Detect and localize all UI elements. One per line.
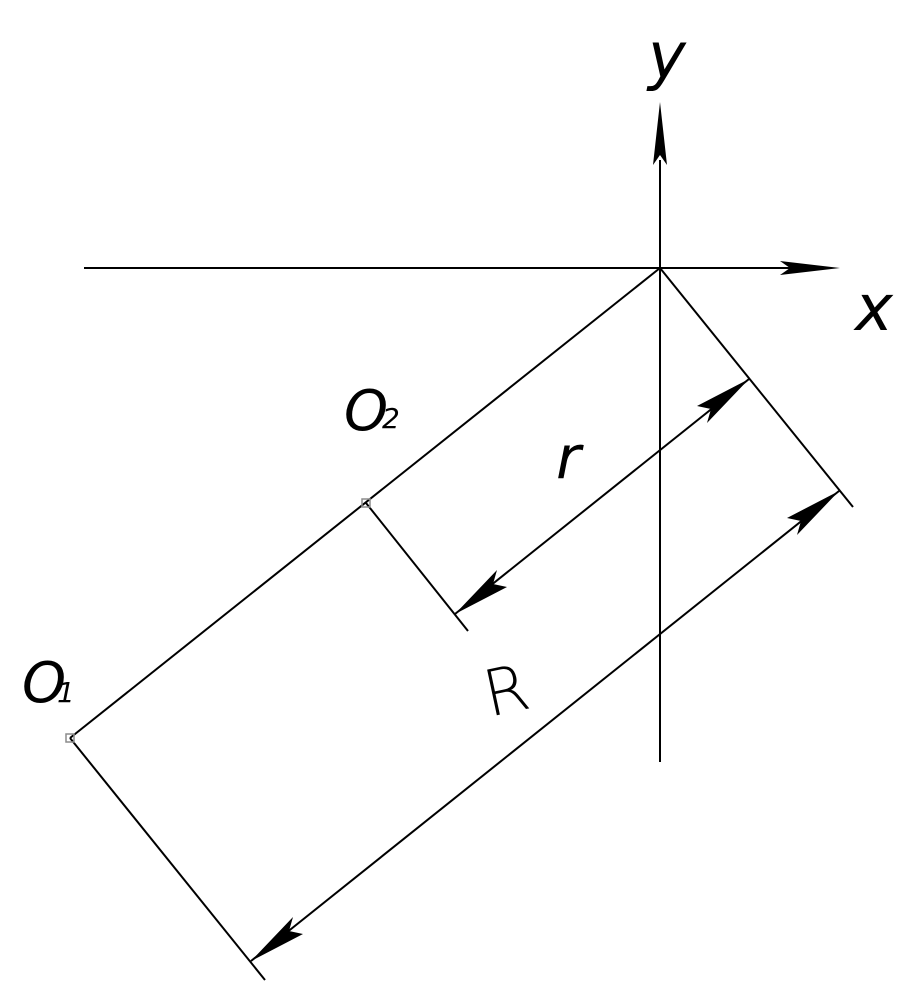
- radius-large-label: R: [477, 651, 536, 733]
- point-o2-subscript: 2: [382, 402, 400, 435]
- point-o1-label: O 1: [22, 651, 75, 716]
- y-axis-arrowhead: [653, 102, 667, 165]
- point-o2-marker: [361, 498, 371, 508]
- R-arrowhead-upper: [787, 491, 839, 535]
- point-o1-letter: O: [22, 651, 66, 716]
- x-axis-label: x: [853, 272, 894, 346]
- origin-extension-line: [659, 267, 854, 508]
- point-o2-label: O 2: [344, 379, 400, 444]
- o1-extension-line: [69, 737, 266, 981]
- y-axis-label: y: [646, 20, 687, 94]
- r-arrowhead-upper: [697, 379, 749, 423]
- y-axis: [653, 102, 667, 762]
- radius-small-label: r: [556, 423, 584, 493]
- R-arrowhead-lower: [251, 917, 303, 961]
- point-o2-letter: O: [344, 379, 388, 444]
- x-axis: [84, 261, 840, 275]
- point-o1-marker: [65, 733, 75, 743]
- r-arrowhead-lower: [455, 570, 507, 614]
- point-o1-subscript: 1: [57, 676, 75, 709]
- center-line: [69, 267, 661, 739]
- radius-large-dimension: [250, 490, 840, 962]
- x-axis-arrowhead: [780, 261, 840, 275]
- radius-small-dimension: [454, 378, 750, 615]
- o2-extension-line: [365, 502, 469, 632]
